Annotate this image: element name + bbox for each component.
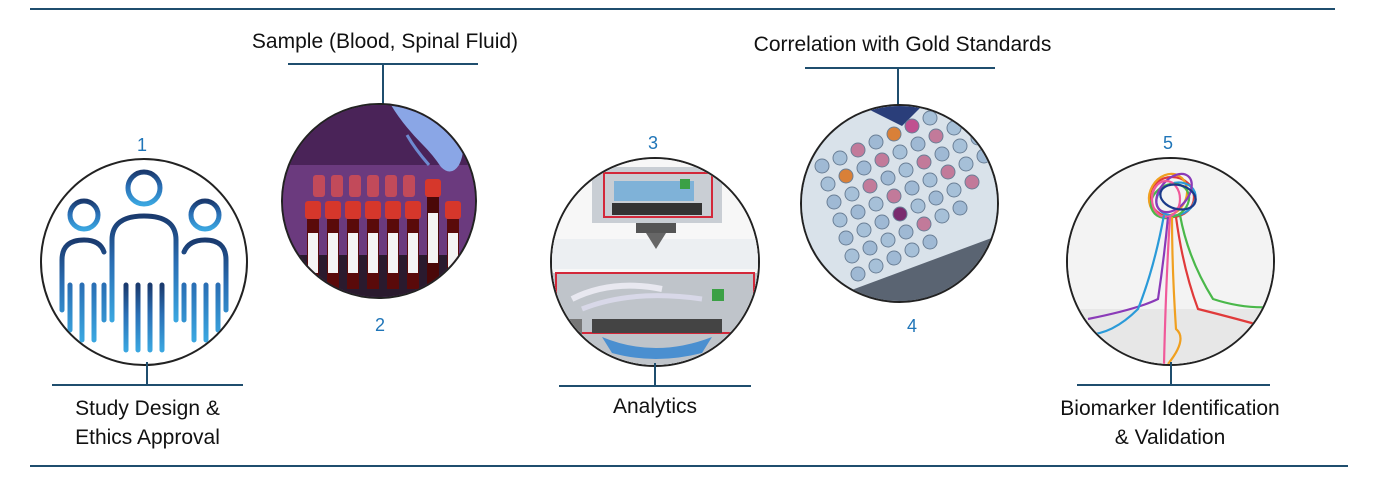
analyzer-icon xyxy=(552,159,758,365)
step-3-number: 3 xyxy=(647,133,658,153)
step-5-label-line1: Biomarker Identification xyxy=(1060,397,1280,420)
step-3-underline xyxy=(559,385,751,387)
step-1-label-line1: Study Design & xyxy=(75,397,220,420)
step-4-label: Correlation with Gold Standards xyxy=(753,33,1052,56)
tangled-threads-icon xyxy=(1068,159,1273,364)
bottom-rule xyxy=(30,465,1348,467)
step-5-circle xyxy=(1066,157,1275,366)
top-rule xyxy=(30,8,1335,10)
step-3-circle xyxy=(550,157,760,367)
step-5-underline xyxy=(1077,384,1270,386)
step-2-underline xyxy=(288,63,478,65)
step-2-circle xyxy=(281,103,477,299)
step-4-circle xyxy=(800,104,999,303)
step-4-underline xyxy=(805,67,995,69)
step-2-label: Sample (Blood, Spinal Fluid) xyxy=(251,30,519,53)
step-5-number: 5 xyxy=(1162,133,1173,153)
step-1-label-line2: Ethics Approval xyxy=(75,426,220,449)
blood-tubes-icon xyxy=(283,105,475,297)
step-4-connector xyxy=(897,69,899,105)
step-1-number: 1 xyxy=(136,135,147,155)
step-2-connector xyxy=(382,65,384,105)
step-3-label: Analytics xyxy=(612,395,698,418)
step-1-connector xyxy=(146,362,148,384)
step-4-number: 4 xyxy=(906,316,917,336)
step-5-label-line2: & Validation xyxy=(1114,426,1226,449)
step-3-connector xyxy=(654,363,656,385)
step-5-connector xyxy=(1170,362,1172,384)
step-1-circle xyxy=(40,158,248,366)
well-plate-icon xyxy=(802,106,997,301)
people-icon xyxy=(59,169,229,353)
step-2-number: 2 xyxy=(374,315,385,335)
step-1-underline xyxy=(52,384,243,386)
